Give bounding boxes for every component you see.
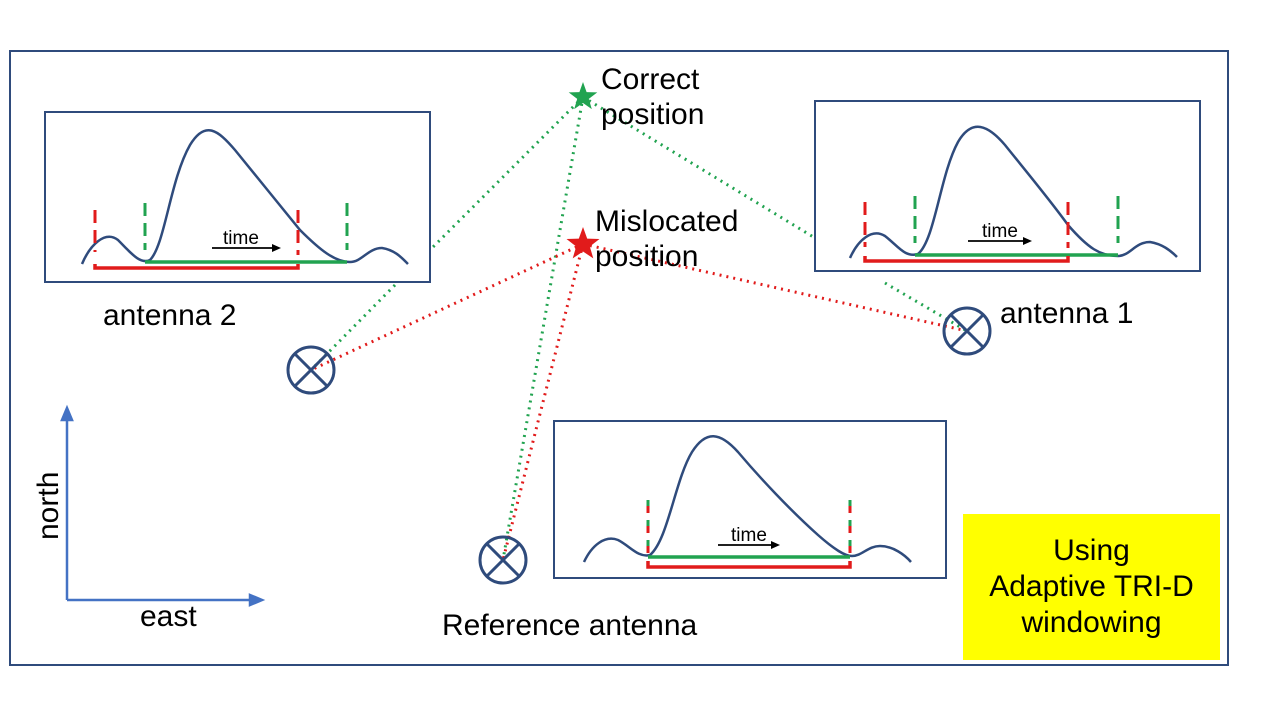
antenna1-waveform-box — [814, 100, 1201, 272]
note-line1: Using — [1053, 534, 1130, 567]
note-line2: Adaptive TRI-D — [989, 570, 1194, 603]
mislocated-label-line2: position — [595, 239, 699, 273]
antenna2-label: antenna 2 — [103, 299, 237, 332]
reference-curve — [582, 435, 912, 563]
correct-label-line2: position — [601, 97, 705, 131]
reference-red-window — [646, 561, 852, 569]
correct-position-star-icon — [568, 82, 598, 110]
ray-correct-ant1-lower — [884, 281, 968, 333]
ray-mislocated-ant2 — [310, 242, 584, 372]
antenna2-waveform: time — [44, 111, 431, 283]
north-arrowhead — [60, 404, 74, 422]
mislocated-label-line1: Mislocated — [595, 205, 739, 238]
antenna2-waveform-box — [44, 111, 431, 283]
antenna2-curve — [80, 128, 409, 265]
antenna2-red-window — [93, 264, 300, 270]
east-arrowhead — [248, 593, 266, 607]
ray-correct-reference — [501, 96, 585, 561]
mislocated-position-star-icon — [566, 227, 600, 259]
antenna1-time-arrowhead — [1023, 237, 1032, 245]
correct-label-line1: Correct — [601, 63, 700, 96]
antenna1-symbol-icon — [942, 306, 992, 356]
reference-waveform: time — [553, 420, 947, 579]
reference-time-label: time — [731, 525, 767, 546]
antenna1-time-label: time — [982, 221, 1018, 242]
reference-antenna-label: Reference antenna — [442, 609, 698, 642]
correct-position-label: Correct position — [601, 63, 704, 132]
antenna2-time-label: time — [223, 228, 259, 249]
reference-waveform-box — [553, 420, 947, 579]
antenna1-waveform: time — [814, 100, 1201, 272]
ray-mislocated-reference — [501, 243, 585, 561]
diagram-frame — [9, 50, 1229, 666]
antenna2-time-arrowhead — [272, 244, 281, 252]
antenna2-symbol-icon — [286, 345, 336, 395]
red-rays — [310, 242, 968, 561]
antenna1-curve — [848, 125, 1178, 259]
axes — [60, 404, 266, 607]
antenna1-red-window — [863, 256, 1070, 263]
reference-antenna-symbol-icon — [478, 535, 528, 585]
method-note: Using Adaptive TRI-D windowing — [963, 514, 1220, 660]
antenna1-label: antenna 1 — [1000, 297, 1134, 330]
mislocated-position-label: Mislocated position — [595, 205, 738, 274]
east-axis-label: east — [140, 600, 197, 633]
note-line3: windowing — [1021, 606, 1162, 639]
north-axis-label: north — [32, 471, 65, 540]
ray-mislocated-ant1 — [582, 242, 968, 333]
reference-time-arrowhead — [771, 541, 780, 549]
ray-correct-ant2-upper — [428, 95, 585, 252]
